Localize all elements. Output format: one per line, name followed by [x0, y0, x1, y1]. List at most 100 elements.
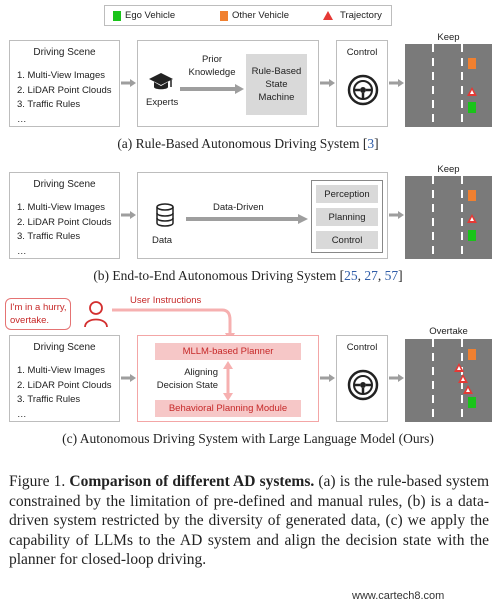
trajectory-marker	[454, 363, 464, 372]
control-box-c: Control	[336, 335, 388, 422]
lane-marking	[461, 176, 463, 259]
watermark: www.cartech8.com	[352, 590, 445, 602]
rule-based-state-machine: Rule-Based State Machine	[246, 54, 307, 115]
control-label: Control	[346, 342, 378, 353]
driving-scene-box-b: Driving Scene 1. Multi-View Images 2. Li…	[9, 172, 120, 259]
legend: Ego Vehicle Other Vehicle Trajectory	[104, 5, 392, 26]
expert-box: Experts Prior Knowledge Rule-Based State…	[137, 40, 319, 127]
citation-link[interactable]: 27	[364, 268, 378, 283]
steering-wheel-icon	[347, 74, 379, 106]
trajectory-marker	[467, 214, 477, 223]
user-instructions-label: User Instructions	[130, 295, 202, 306]
trajectory-marker	[467, 87, 477, 96]
graduation-cap-icon	[149, 73, 173, 90]
scene-item: 1. Multi-View Images	[17, 365, 105, 376]
database-icon	[156, 203, 174, 227]
road-label-a: Keep	[437, 32, 460, 43]
scene-item: …	[17, 113, 27, 125]
perception-module: Perception	[316, 185, 378, 203]
scene-list: 1. Multi-View Images 2. LiDAR Point Clou…	[17, 69, 112, 127]
citation-link[interactable]: 25	[344, 268, 358, 283]
scene-item: 3. Traffic Rules	[17, 99, 81, 110]
driving-scene-title: Driving Scene	[33, 342, 96, 353]
driving-scene-box-c: Driving Scene 1. Multi-View Images 2. Li…	[9, 335, 120, 422]
figure-body: (a) is the rule-based system constrained…	[9, 473, 490, 568]
citation-link[interactable]: 57	[384, 268, 399, 283]
scene-list: 1. Multi-View Images 2. LiDAR Point Clou…	[17, 201, 112, 259]
lane-marking	[432, 339, 434, 422]
arrow-a2	[320, 79, 335, 87]
ego-vehicle	[468, 230, 476, 241]
figure-title: Comparison of different AD systems.	[69, 473, 315, 490]
other-vehicle	[468, 349, 476, 360]
other-vehicle-swatch	[220, 11, 228, 21]
arrow-b2	[389, 211, 404, 219]
planning-module: Planning	[316, 208, 378, 226]
ego-vehicle	[468, 397, 476, 408]
ego-vehicle	[468, 102, 476, 113]
figure-label: Figure 1.	[9, 473, 66, 490]
scene-item: 1. Multi-View Images	[17, 202, 105, 213]
road-label-b: Keep	[437, 164, 460, 175]
driving-scene-title: Driving Scene	[33, 179, 96, 190]
figure-caption: Figure 1. Comparison of different AD sys…	[9, 472, 489, 570]
legend-trajectory-label: Trajectory	[340, 10, 382, 21]
behavioral-planning-module: Behavioral Planning Module	[155, 400, 301, 417]
trajectory-triangle-icon	[323, 11, 333, 20]
scene-item: …	[17, 245, 27, 257]
arrow-data-driven	[186, 214, 308, 224]
lane-marking	[432, 44, 434, 127]
caption-c: (c) Autonomous Driving System with Large…	[62, 431, 434, 446]
module-stack: Perception Planning Control	[311, 180, 383, 253]
caption-b: (b) End-to-End Autonomous Driving System…	[93, 268, 403, 283]
road-scene-b	[405, 176, 492, 259]
scene-item: 2. LiDAR Point Clouds	[17, 216, 112, 228]
aligning-arrow	[223, 361, 233, 401]
lane-marking	[461, 44, 463, 127]
other-vehicle	[468, 58, 476, 69]
data-driven-box: Data Data-Driven Perception Planning Con…	[137, 172, 388, 259]
caption-a: (a) Rule-Based Autonomous Driving System…	[117, 136, 379, 151]
control-box-a: Control	[336, 40, 388, 127]
scene-item: 3. Traffic Rules	[17, 231, 81, 242]
driving-scene-title: Driving Scene	[33, 47, 96, 58]
legend-ego-label: Ego Vehicle	[125, 10, 176, 21]
aligning-label: Aligning Decision State	[156, 367, 218, 391]
arrow-b1	[121, 211, 136, 219]
road-scene-a	[405, 44, 492, 127]
lane-marking	[432, 176, 434, 259]
arrow-c1	[121, 374, 136, 382]
data-driven-label: Data-Driven	[213, 202, 264, 213]
scene-item: 2. LiDAR Point Clouds	[17, 379, 112, 391]
scene-list: 1. Multi-View Images 2. LiDAR Point Clou…	[17, 364, 112, 422]
other-vehicle	[468, 190, 476, 201]
arrow-knowledge	[180, 84, 244, 94]
control-module: Control	[316, 231, 378, 249]
arrow-a3	[389, 79, 404, 87]
road-scene-c	[405, 339, 492, 422]
scene-item: 2. LiDAR Point Clouds	[17, 84, 112, 96]
llm-system-box: MLLM-based Planner Aligning Decision Sta…	[137, 335, 319, 422]
driving-scene-box-a: Driving Scene 1. Multi-View Images 2. Li…	[9, 40, 120, 127]
mllm-planner: MLLM-based Planner	[155, 343, 301, 360]
experts-label: Experts	[146, 97, 179, 108]
steering-wheel-icon	[347, 369, 379, 401]
arrow-c2	[320, 374, 335, 382]
trajectory-marker	[463, 385, 473, 394]
trajectory-marker	[458, 374, 468, 383]
scene-item: …	[17, 408, 27, 420]
control-label: Control	[346, 47, 378, 58]
scene-item: 1. Multi-View Images	[17, 70, 105, 81]
road-label-c: Overtake	[429, 326, 468, 337]
ego-vehicle-swatch	[113, 11, 121, 21]
data-label: Data	[152, 235, 173, 246]
prior-knowledge-label: Prior Knowledge	[188, 54, 236, 78]
speech-text: I'm in a hurry, overtake.	[10, 302, 67, 326]
arrow-c3	[389, 374, 404, 382]
speech-bubble: I'm in a hurry, overtake.	[5, 298, 71, 330]
citation-link[interactable]: 3	[367, 136, 375, 151]
scene-item: 3. Traffic Rules	[17, 394, 81, 405]
arrow-a1	[121, 79, 136, 87]
user-icon	[84, 301, 108, 328]
legend-other-label: Other Vehicle	[232, 10, 290, 21]
